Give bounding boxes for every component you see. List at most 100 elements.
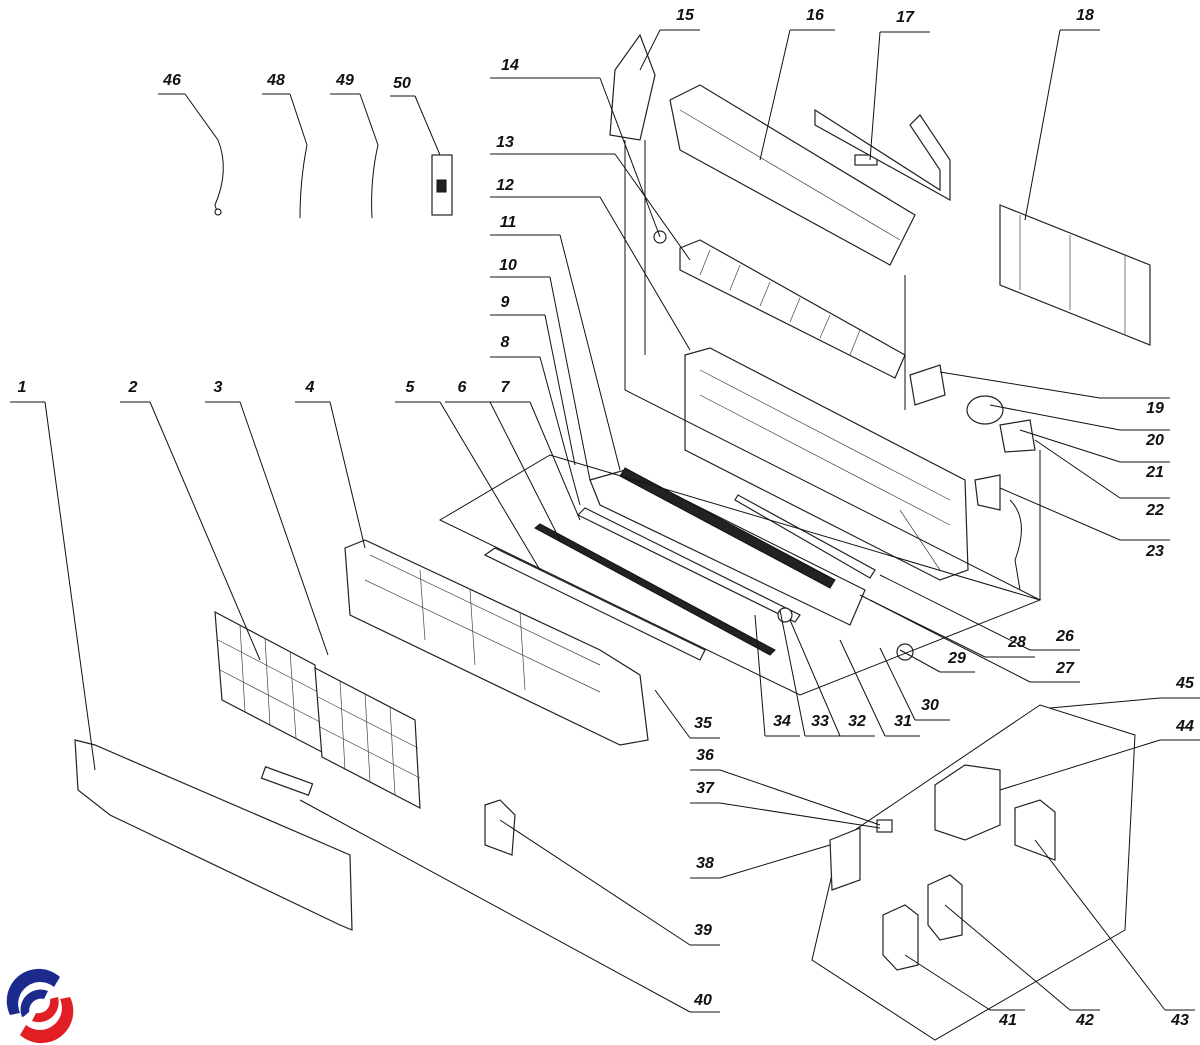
part-number: 31	[894, 713, 912, 730]
part-connector	[876, 819, 893, 833]
part-label-34: 34	[754, 614, 800, 737]
part-number: 15	[676, 7, 695, 24]
leader-line	[759, 29, 791, 161]
part-number: 23	[1145, 543, 1164, 560]
leader-line	[939, 371, 1101, 399]
part-fan-motor	[966, 395, 1004, 425]
leader-line	[654, 689, 691, 739]
part-number: 8	[501, 334, 510, 351]
leader-line	[719, 769, 881, 826]
leader-line	[239, 401, 329, 656]
part-label-15: 15	[639, 7, 700, 71]
part-drain-pan	[589, 469, 866, 626]
leader-line	[544, 314, 576, 466]
part-label-44: 44	[999, 718, 1200, 791]
part-label-21: 21	[1019, 429, 1170, 481]
part-label-8: 8	[490, 334, 581, 506]
part-label-1: 1	[10, 379, 96, 771]
part-label-38: 38	[690, 844, 831, 879]
leader-line	[299, 799, 691, 1013]
parts	[74, 33, 1151, 1041]
part-label-12: 12	[490, 177, 691, 351]
part-number: 21	[1145, 464, 1164, 481]
part-number: 50	[393, 75, 411, 92]
leader-line	[1034, 839, 1166, 1011]
leader-line	[754, 614, 766, 737]
part-number: 35	[694, 715, 713, 732]
leader-line	[999, 739, 1161, 791]
part-connecting-pipe	[814, 108, 951, 202]
part-number: 9	[501, 294, 510, 311]
part-sensor-48	[299, 144, 308, 219]
part-label-11: 11	[490, 214, 621, 471]
part-label-13: 13	[490, 134, 691, 261]
part-cover-plate	[829, 827, 861, 891]
part-number: 5	[406, 379, 416, 396]
part-number: 22	[1145, 502, 1164, 519]
leader-line	[839, 639, 886, 737]
part-number: 29	[947, 650, 966, 667]
leader-line	[359, 93, 379, 146]
part-number: 12	[496, 177, 514, 194]
part-number: 26	[1055, 628, 1074, 645]
part-number: 6	[458, 379, 467, 396]
part-stepping-motor	[896, 643, 914, 661]
leader-line	[944, 904, 1071, 1011]
part-number: 48	[266, 72, 285, 89]
part-label-30: 30	[879, 647, 950, 721]
part-label-23: 23	[999, 487, 1170, 560]
part-number: 30	[921, 697, 939, 714]
part-label-36: 36	[690, 747, 881, 826]
leader-line	[879, 574, 1031, 651]
part-label-17: 17	[869, 9, 930, 161]
leader-line	[869, 31, 881, 161]
part-front-panel	[74, 739, 353, 931]
part-sensor-49	[371, 144, 379, 219]
leader-line	[719, 844, 831, 879]
part-number: 11	[500, 214, 517, 231]
leader-line	[499, 819, 691, 946]
leader-line	[904, 954, 991, 1011]
part-label-48: 48	[262, 72, 308, 146]
part-label-20: 20	[989, 404, 1170, 449]
part-label-39: 39	[499, 819, 720, 946]
part-number: 17	[896, 9, 915, 26]
leader-line	[599, 77, 661, 238]
leader-line	[44, 401, 96, 771]
part-horizontal-louver	[534, 523, 776, 656]
part-label-3: 3	[205, 379, 329, 656]
leader-line	[989, 404, 1121, 431]
leader-line	[184, 93, 219, 141]
part-label-49: 49	[330, 72, 379, 146]
leader-line	[1034, 439, 1121, 499]
part-label-46: 46	[158, 72, 219, 141]
part-evaporator	[669, 84, 916, 266]
part-number: 16	[806, 7, 824, 24]
leader-line	[439, 401, 541, 571]
part-number: 32	[848, 713, 866, 730]
leader-line	[789, 619, 841, 737]
part-label-41: 41	[904, 954, 1025, 1029]
leader-line	[779, 609, 806, 737]
part-label-9: 9	[490, 294, 576, 466]
part-label-42: 42	[944, 904, 1100, 1029]
part-display-board	[484, 799, 516, 856]
part-number: 20	[1145, 432, 1164, 449]
part-chassis	[684, 347, 969, 581]
part-number: 4	[305, 379, 315, 396]
part-label-22: 22	[1034, 439, 1170, 519]
part-label-37: 37	[690, 780, 881, 829]
part-label-35: 35	[654, 689, 720, 739]
part-number: 33	[811, 713, 829, 730]
leader-line	[719, 802, 881, 829]
part-terminal-cover	[882, 904, 919, 971]
part-receiver	[260, 766, 314, 796]
leader-line	[149, 401, 261, 661]
leader-line	[559, 234, 621, 471]
part-number: 3	[214, 379, 223, 396]
part-number: 27	[1055, 660, 1075, 677]
part-number: 42	[1075, 1012, 1094, 1029]
leader-line	[289, 93, 308, 146]
part-label-45: 45	[1049, 675, 1200, 709]
